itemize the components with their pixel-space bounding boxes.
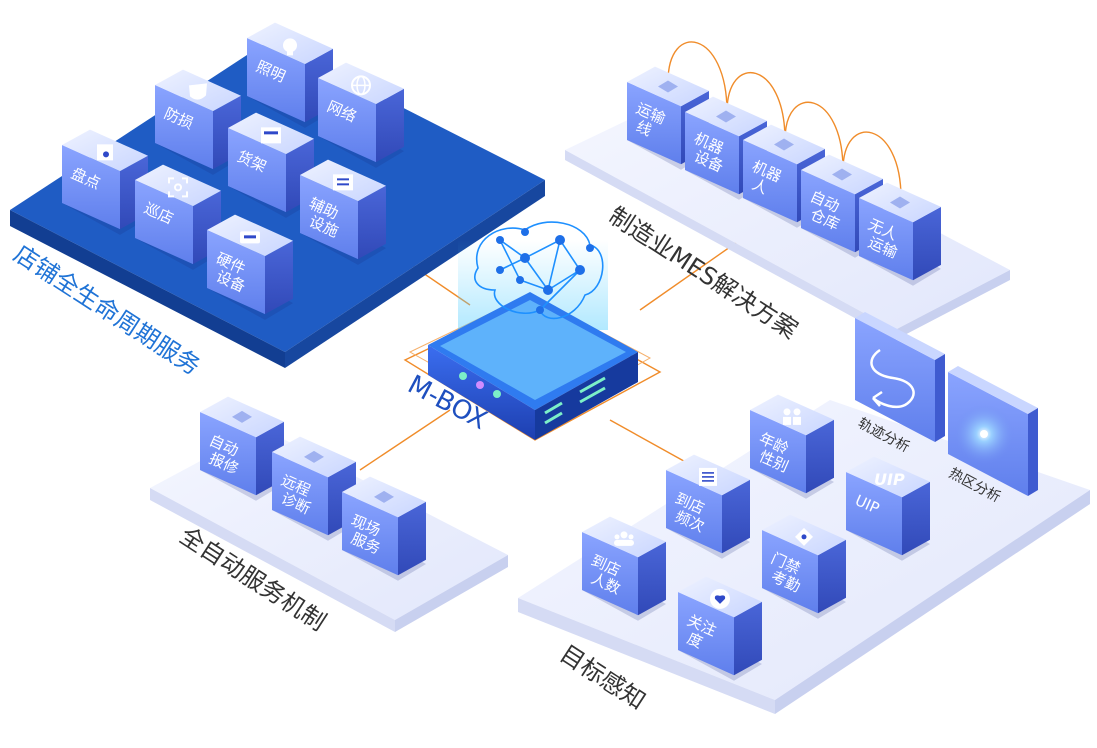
heatmap-icon [954,404,1014,464]
cube-label: 度 [684,629,705,652]
trajectory-icon [870,348,915,409]
trajectory-panel: 轨迹分析 [855,312,945,456]
group-icon [614,531,634,546]
shelf-icon [261,127,281,144]
cube-label: 线 [633,117,654,140]
cube-tile: 机器人 [743,124,825,228]
people-icon [783,408,801,425]
heart-icon [710,588,730,609]
key-tag-icon [795,527,813,546]
conveyor-arcs [667,41,902,199]
cube-tile: 关注度 [678,576,762,681]
cube-label: 人 [749,175,770,198]
m-box-device: M-BOX [403,221,662,441]
cube-tile: 运输线 [627,66,709,170]
document-icon [333,174,353,191]
cube-tile: 盘点 [62,129,148,235]
globe-icon [351,75,371,96]
scan-icon [168,177,188,198]
inventory-icon [97,144,113,161]
shield-icon [189,83,207,100]
hardware-icon [240,231,260,244]
svg-text:UIP: UIP [874,470,905,489]
list-icon [699,467,717,486]
bulb-icon [283,38,297,56]
heatmap-panel: 热区分析 [946,366,1038,506]
uip-logo-icon: UIP [874,470,905,489]
mes-platform: 运输线机器设备机器人自动仓库无人运输 制造业MES解决方案 [565,41,1010,344]
cube-tile: 网络 [318,62,404,168]
